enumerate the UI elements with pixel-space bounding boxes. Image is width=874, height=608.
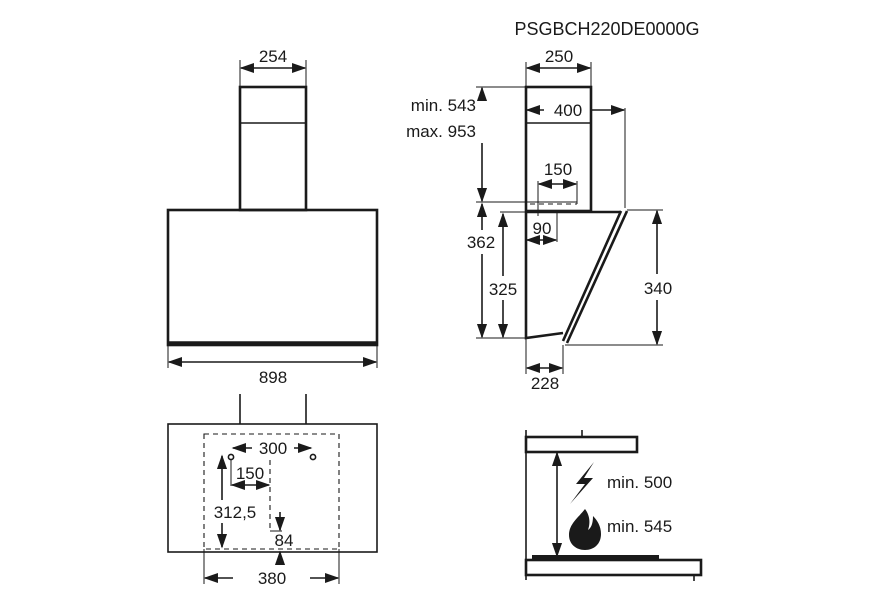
glass-height-label: 340 <box>644 279 672 298</box>
total-height-label: 362 <box>467 233 495 252</box>
body-height-label: 325 <box>489 280 517 299</box>
electric-clearance-label: min. 500 <box>607 473 672 492</box>
chimney-min-label: min. 543 <box>411 96 476 115</box>
mounting-template-outline <box>203 433 340 550</box>
screw-hole-icon <box>309 453 317 461</box>
hob-outline <box>524 558 703 577</box>
hood-outline <box>166 208 379 347</box>
front-view: 254 898 <box>166 47 379 387</box>
chimney-max-label: max. 953 <box>406 122 476 141</box>
outlet-depth-label: 400 <box>554 101 582 120</box>
template-width-label: 380 <box>258 569 286 588</box>
chimney-width-label: 254 <box>259 47 287 66</box>
gas-clearance-label: min. 545 <box>607 517 672 536</box>
chimney-outline <box>238 85 308 212</box>
vertical-distance-label: 312,5 <box>214 503 257 522</box>
hob-surface <box>532 555 659 560</box>
lightning-icon <box>570 462 594 504</box>
hood-side-outline <box>524 435 639 454</box>
bottom-offset-label: 84 <box>275 531 294 550</box>
chimney-depth-label: 250 <box>545 47 573 66</box>
screw-offset-label: 150 <box>236 464 264 483</box>
side-view: 250 400 min. 543 max. 953 150 90 362 325 <box>406 47 672 393</box>
screw-hole-icon <box>227 453 235 461</box>
flame-icon <box>569 509 601 550</box>
model-title: PSGBCH220DE0000G <box>514 19 699 39</box>
bottom-depth-label: 228 <box>531 374 559 393</box>
mounting-view: 300 150 312,5 84 380 <box>167 394 378 588</box>
clearance-view: min. 500 min. 545 <box>524 430 703 581</box>
screw-spacing-label: 300 <box>259 439 287 458</box>
hood-width-label: 898 <box>259 368 287 387</box>
outlet-offset-label: 90 <box>533 219 552 238</box>
outlet-diameter-label: 150 <box>544 160 572 179</box>
